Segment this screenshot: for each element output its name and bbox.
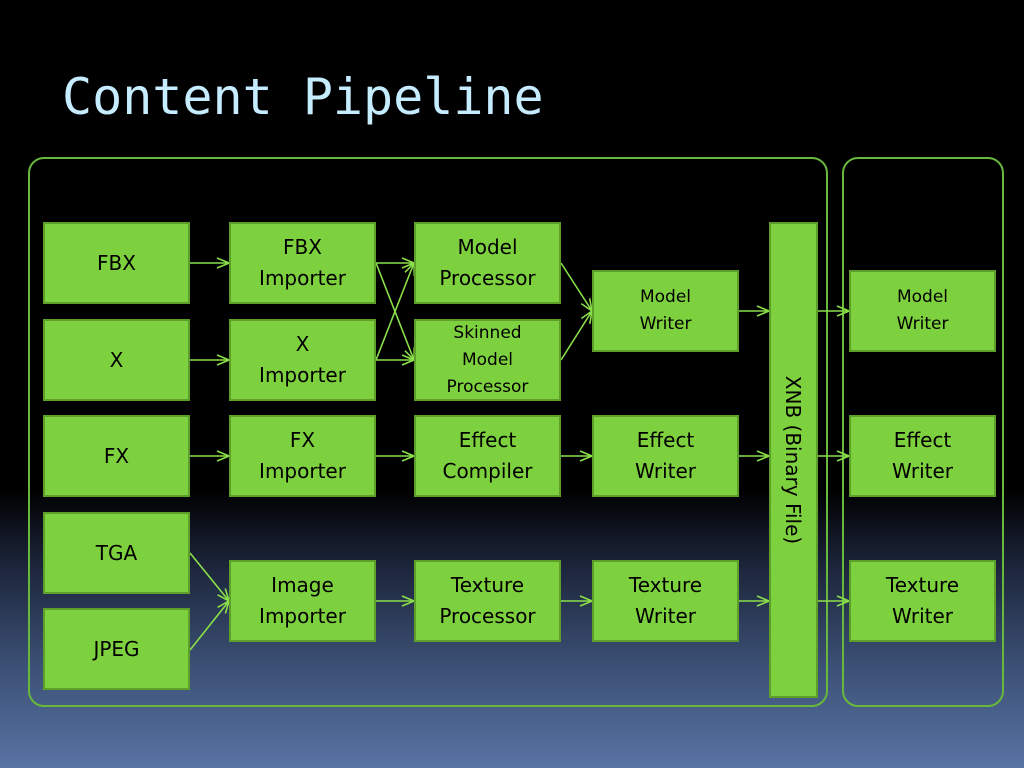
texture-processor-box: Texture Processor bbox=[414, 560, 561, 642]
fx-source-box: FX bbox=[43, 415, 190, 497]
arrow-jpeg-to-image-importer bbox=[189, 601, 229, 651]
build-pipeline-group bbox=[28, 157, 828, 707]
effect-compiler-box: Effect Compiler bbox=[414, 415, 561, 497]
arrow-skinned-processor-to-model-writer bbox=[560, 311, 592, 361]
model-writer-box: Model Writer bbox=[592, 270, 739, 352]
fbx-source-box: FBX bbox=[43, 222, 190, 304]
xnb-binary-file-box bbox=[769, 222, 818, 698]
x-source-box: X bbox=[43, 319, 190, 401]
model-processor-box: Model Processor bbox=[414, 222, 561, 304]
arrow-x-importer-to-model-processor bbox=[375, 263, 414, 361]
skinned-model-processor-box: Skinned Model Processor bbox=[414, 319, 561, 401]
slide-title: Content Pipeline bbox=[62, 68, 544, 126]
runtime-model-box: Model Writer bbox=[849, 270, 996, 352]
image-importer-box: Image Importer bbox=[229, 560, 376, 642]
runtime-texture-box: Texture Writer bbox=[849, 560, 996, 642]
fx-importer-box: FX Importer bbox=[229, 415, 376, 497]
x-importer-box: X Importer bbox=[229, 319, 376, 401]
effect-writer-box: Effect Writer bbox=[592, 415, 739, 497]
tga-source-box: TGA bbox=[43, 512, 190, 594]
texture-writer-box: Texture Writer bbox=[592, 560, 739, 642]
xnb-binary-file-label: XNB (Binary File) bbox=[781, 375, 805, 545]
runtime-group bbox=[842, 157, 1004, 707]
runtime-effect-box: Effect Writer bbox=[849, 415, 996, 497]
arrow-model-processor-to-model-writer bbox=[560, 262, 592, 311]
fbx-importer-box: FBX Importer bbox=[229, 222, 376, 304]
arrow-tga-to-image-importer bbox=[189, 552, 229, 601]
jpeg-source-box: JPEG bbox=[43, 608, 190, 690]
